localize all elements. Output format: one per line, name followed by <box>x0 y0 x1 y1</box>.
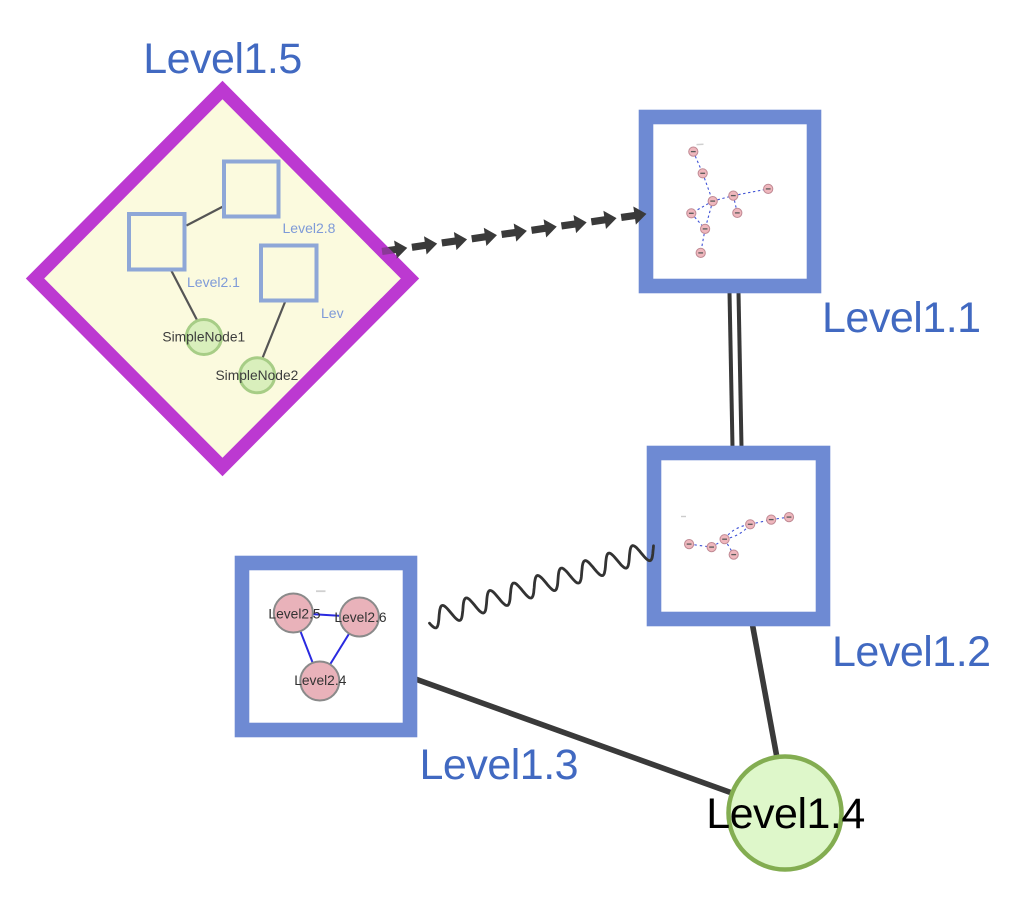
svg-text:Level1.4: Level1.4 <box>706 790 865 838</box>
svg-text:Level1.2: Level1.2 <box>832 628 991 676</box>
svg-text:Level2.5: Level2.5 <box>268 607 320 622</box>
svg-text:Lev: Lev <box>321 305 344 321</box>
svg-text:Level2.6: Level2.6 <box>334 610 386 625</box>
svg-text:Level2.8: Level2.8 <box>283 220 336 236</box>
svg-text:SimpleNode1: SimpleNode1 <box>162 330 245 345</box>
svg-text:Level1.3: Level1.3 <box>420 741 579 789</box>
svg-text:Level1.1: Level1.1 <box>822 294 981 342</box>
svg-text:Level2.1: Level2.1 <box>187 274 240 290</box>
svg-text:Level2.4: Level2.4 <box>294 673 346 688</box>
svg-text:SimpleNode2: SimpleNode2 <box>215 368 298 383</box>
svg-text:Level1.5: Level1.5 <box>143 35 302 83</box>
